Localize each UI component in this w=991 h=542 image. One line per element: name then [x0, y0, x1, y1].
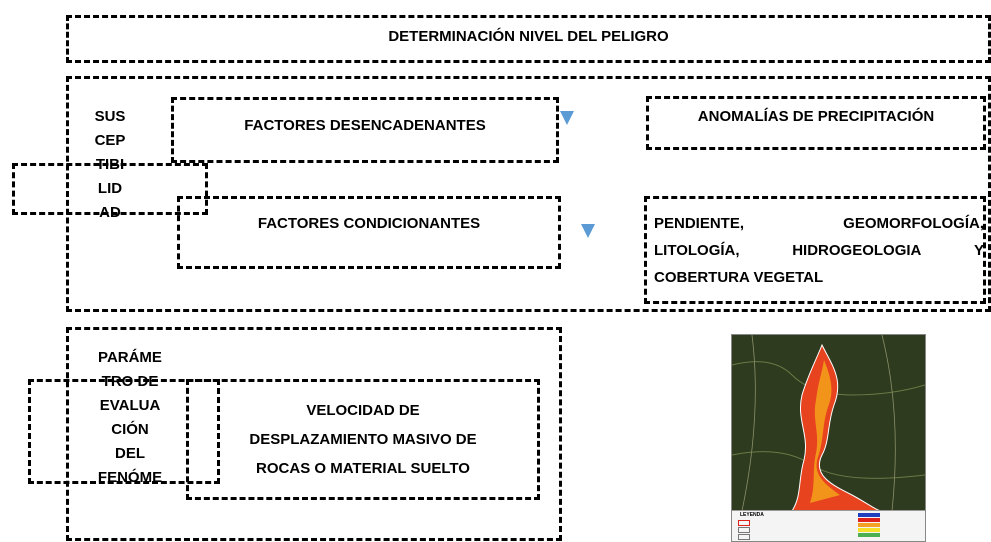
parametro-line: PARÁME — [98, 349, 162, 366]
legend-swatch-grey — [738, 527, 750, 533]
velocidad-label: VELOCIDAD DE DESPLAZAMIENTO MASIVO DE RO… — [186, 396, 540, 483]
condicionantes-label: FACTORES CONDICIONANTES — [257, 215, 481, 232]
parametro-line: DEL — [115, 445, 145, 462]
legend-swatch-grey-2 — [738, 534, 750, 540]
detail-word: LITOLOGÍA, — [654, 242, 740, 259]
map-legend-title: LEYENDA — [740, 512, 764, 518]
hazard-map-image: LEYENDA — [731, 334, 926, 542]
anomalias-label: ANOMALÍAS DE PRECIPITACIÓN — [697, 108, 935, 125]
parametro-connector-box — [28, 379, 220, 484]
desencadenantes-label: FACTORES DESENCADENANTES — [244, 117, 486, 134]
velocidad-line: ROCAS O MATERIAL SUELTO — [256, 460, 470, 477]
velocidad-line: VELOCIDAD DE — [306, 402, 420, 419]
detail-word: Y — [973, 242, 984, 259]
condicionantes-detail-box — [644, 196, 986, 304]
desencadenantes-box — [171, 97, 559, 163]
susceptibilidad-line: SUS — [94, 108, 126, 125]
detail-word: GEOMORFOLOGÍA, — [843, 215, 984, 232]
velocidad-box — [186, 379, 540, 500]
detail-word: PENDIENTE, — [654, 215, 745, 232]
map-legend: LEYENDA — [732, 510, 925, 541]
arrow-down-icon — [581, 224, 595, 238]
title-box — [66, 15, 991, 63]
legend-swatch-yellow — [858, 528, 880, 532]
detail-line-1: PENDIENTE, GEOMORFOLOGÍA, — [654, 210, 984, 237]
parametro-line: EVALUA — [99, 397, 161, 414]
detail-line-2: LITOLOGÍA, HIDROGEOLOGIA Y — [654, 237, 984, 264]
legend-swatch-red — [738, 520, 750, 526]
arrow-down-icon — [560, 111, 574, 125]
parametro-box — [66, 327, 562, 541]
condicionantes-box — [177, 196, 561, 269]
susceptibilidad-line: LID — [97, 180, 123, 197]
map-graphic — [732, 335, 925, 541]
detail-word: COBERTURA VEGETAL — [654, 269, 824, 286]
velocidad-line: DESPLAZAMIENTO MASIVO DE — [249, 431, 477, 448]
detail-word: HIDROGEOLOGIA — [792, 242, 922, 259]
parametro-line: CIÓN — [111, 421, 149, 438]
legend-swatch-orange — [858, 523, 880, 527]
page-title: DETERMINACIÓN NIVEL DEL PELIGRO — [388, 28, 669, 45]
condicionantes-detail-text: PENDIENTE, GEOMORFOLOGÍA, LITOLOGÍA, HID… — [654, 210, 984, 291]
susceptibilidad-box — [66, 76, 991, 312]
anomalias-box — [646, 96, 986, 150]
susceptibilidad-line: CEP — [94, 132, 126, 149]
legend-swatch-red-2 — [858, 518, 880, 522]
detail-line-3: COBERTURA VEGETAL — [654, 264, 984, 291]
susceptibilidad-connector-box — [12, 163, 208, 215]
legend-swatch-green — [858, 533, 880, 537]
legend-swatch-blue — [858, 513, 880, 517]
